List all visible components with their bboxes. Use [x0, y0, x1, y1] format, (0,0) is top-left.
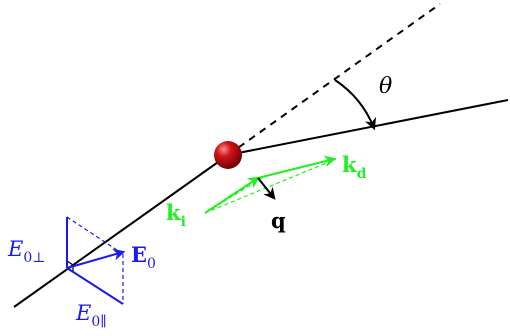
theta-angle-arc — [334, 79, 377, 131]
e0-vector-label: E0 — [131, 242, 156, 272]
q-label: q — [271, 208, 286, 233]
scatterer-sphere — [214, 141, 242, 169]
e0-vector-arrow — [66, 248, 126, 269]
incident-beam-line — [13, 154, 229, 308]
scattered-beam-line — [227, 99, 509, 156]
k-d-vector-arrow — [257, 155, 337, 179]
ki-dashed-guide — [204, 158, 337, 214]
q-vector-arrow — [257, 177, 276, 200]
k-i-vector-arrow — [204, 176, 261, 214]
e0-parallel-label: E0∥ — [75, 301, 107, 330]
e0-parallel-component-line — [66, 267, 124, 305]
k-d-label: kd — [342, 152, 367, 182]
theta-label: θ — [379, 74, 392, 99]
e0-perp-label: E0⊥ — [7, 237, 45, 266]
forward-extension-dashed-line — [227, 3, 441, 156]
right-angle-mark — [66, 260, 74, 271]
k-i-label: ki — [166, 200, 186, 230]
